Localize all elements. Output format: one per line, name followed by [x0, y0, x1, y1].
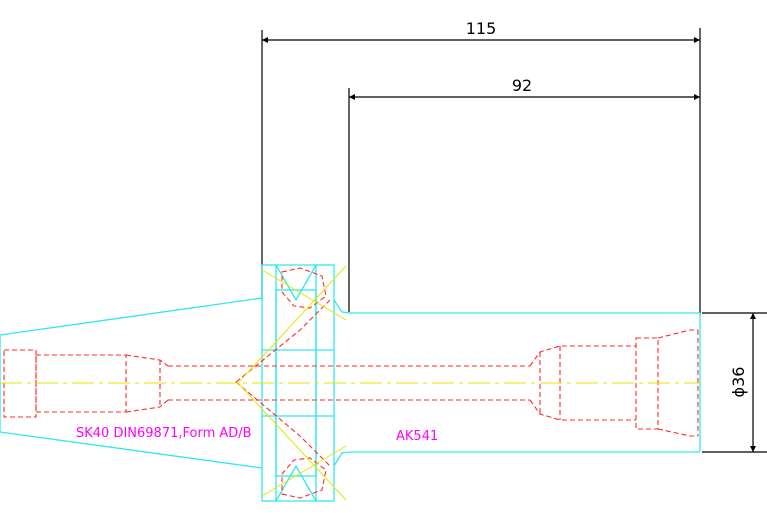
construction-line-d: [261, 445, 347, 497]
dimension-115-label: 115: [466, 19, 497, 38]
center-lines: [0, 265, 700, 501]
part-number-label: AK541: [396, 429, 438, 444]
construction-line-a: [237, 265, 347, 384]
neck-top: [333, 299, 351, 314]
bore-step-top: [125, 354, 169, 367]
dimension-92-label: 92: [512, 76, 532, 95]
flange-v-groove-top: [275, 264, 317, 302]
collet-taper-top: [657, 329, 698, 339]
flange-v-groove-bottom: [275, 464, 317, 502]
bore-step-bottom: [125, 399, 169, 413]
collet-taper-bottom: [657, 428, 698, 437]
drive-slot-bottom: [281, 457, 327, 499]
drive-slot-top: [281, 267, 327, 309]
flange-cone-lower: [235, 381, 331, 467]
collet-entry-bottom: [529, 399, 636, 421]
dimension-lines: [261, 28, 767, 453]
taper-outline: [0, 297, 263, 469]
construction-line-b: [237, 382, 347, 501]
neck-bottom: [333, 451, 351, 467]
construction-line-c: [261, 269, 347, 321]
flange-cone-upper: [235, 299, 331, 383]
dimension-diameter-label: ϕ36: [729, 367, 748, 398]
taper-spec-label: SK40 DIN69871,Form AD/B: [76, 426, 252, 441]
collet-entry-top: [529, 345, 636, 367]
